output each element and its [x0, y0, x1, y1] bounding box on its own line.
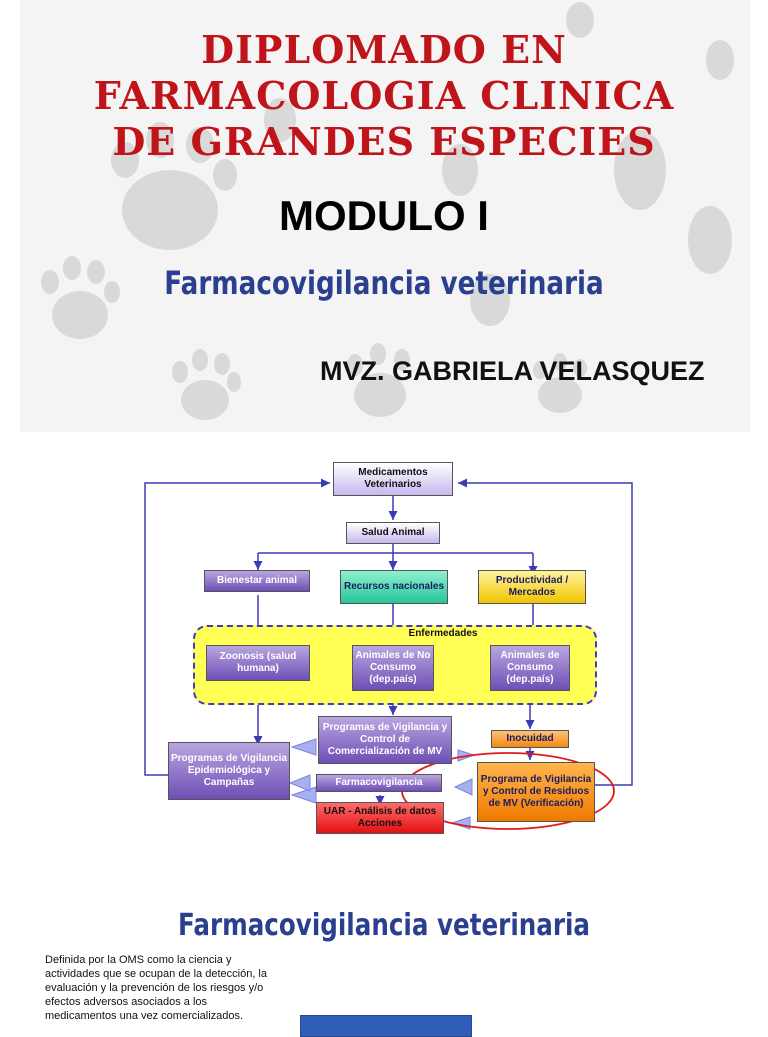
section-title: Farmacovigilancia veterinaria: [177, 908, 591, 943]
box-consumo: Animales de Consumo (dep.país): [490, 645, 570, 691]
box-programas-epidemiologica: Programas de Vigilancia Epidemiológica y…: [168, 742, 290, 800]
title-slide: [20, 0, 750, 432]
box-salud-animal: Salud Animal: [346, 522, 440, 544]
paw-pad: [122, 170, 218, 250]
flow-diagram: [144, 478, 633, 830]
course-title-line-3: DE GRANDES ESPECIES: [112, 119, 656, 164]
definition-paragraph: Definida por la OMS como la ciencia y ac…: [45, 954, 267, 1022]
blue-box: [300, 1015, 472, 1037]
paw-print-background: [41, 2, 734, 420]
box-productividad: Productividad / Mercados: [478, 570, 586, 604]
box-inocuidad: Inocuidad: [491, 730, 569, 748]
author-name: MVZ. GABRIELA VELASQUEZ: [320, 356, 705, 386]
box-uar: UAR - Análisis de datos Acciones: [316, 802, 444, 834]
module-heading: MODULO I: [279, 192, 489, 239]
box-recursos: Recursos nacionales: [340, 570, 448, 604]
box-medicamentos: Medicamentos Veterinarios: [333, 462, 453, 496]
label-enfermedades: Enfermedades: [408, 628, 478, 639]
box-zoonosis: Zoonosis (salud humana): [206, 645, 310, 681]
box-farmacovigilancia: Farmacovigilancia: [316, 774, 442, 792]
course-title-line-1: DIPLOMADO EN: [201, 27, 567, 72]
subtitle: Farmacovigilancia veterinaria: [164, 264, 604, 302]
box-no-consumo: Animales de No Consumo (dep.país): [352, 645, 434, 691]
box-bienestar: Bienestar animal: [204, 570, 310, 592]
course-title-line-2: FARMACOLOGIA CLINICA: [93, 73, 675, 118]
box-programas-comercializacion: Programas de Vigilancia y Control de Com…: [318, 716, 452, 764]
box-programa-residuos: Programa de Vigilancia y Control de Resi…: [477, 762, 595, 822]
